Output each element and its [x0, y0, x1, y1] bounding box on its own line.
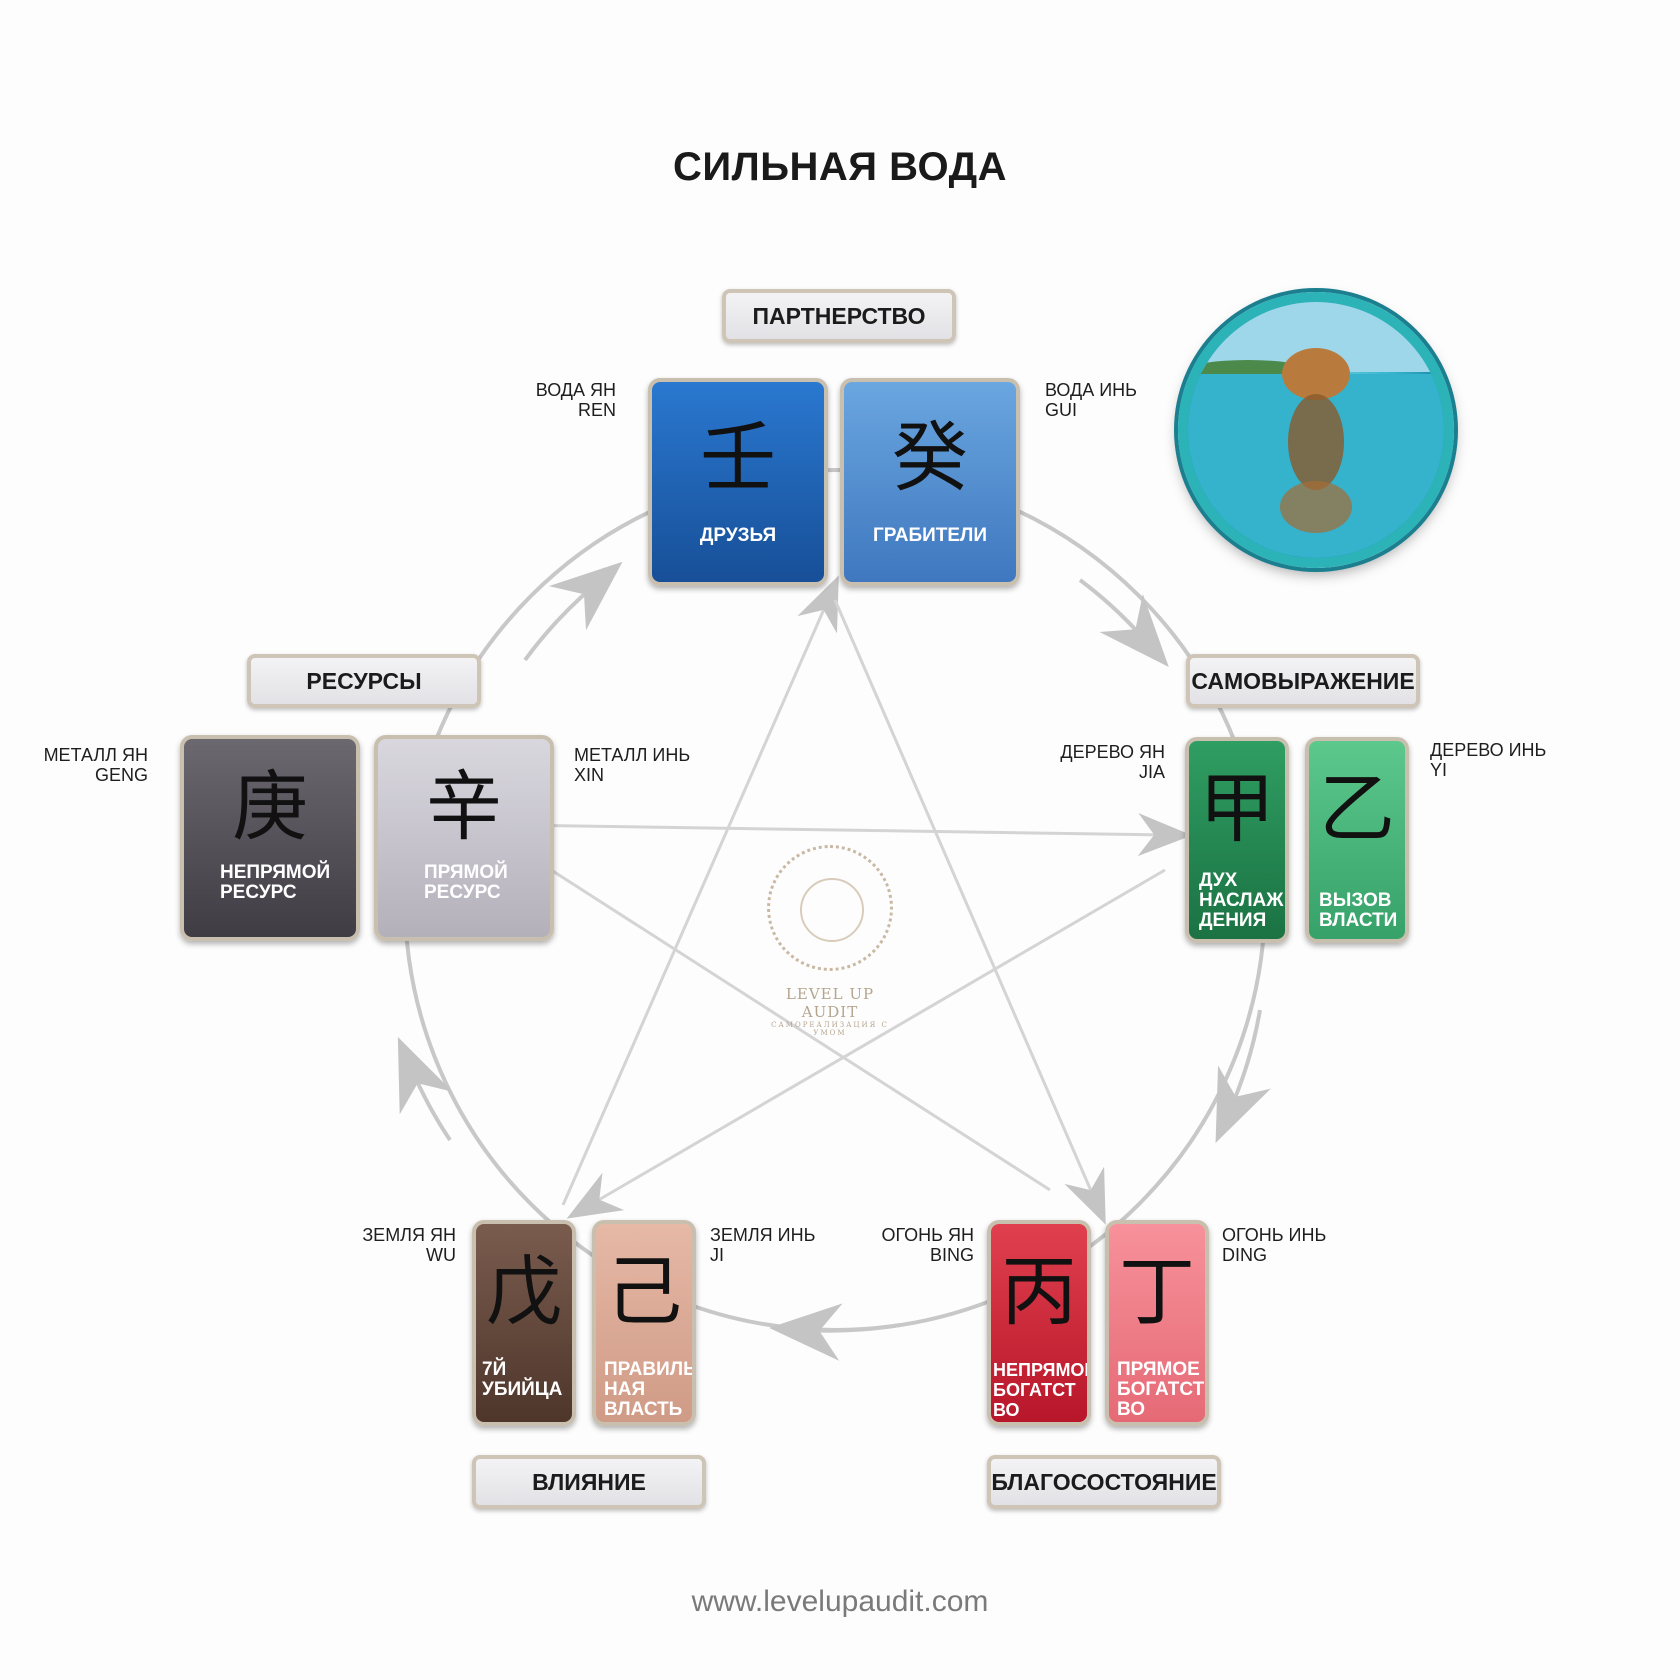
- label-ji: ЗЕМЛЯ ИНЬ JI: [710, 1225, 816, 1265]
- tile-xin: 辛 ПРЯМОЙ РЕСУРС: [374, 735, 554, 941]
- glyph-geng: 庚: [232, 762, 308, 851]
- control-earth-to-water: [561, 575, 839, 1206]
- tile-geng: 庚 НЕПРЯМОЙ РЕСУРС: [180, 735, 360, 941]
- glyph-ren: 壬: [700, 413, 776, 502]
- label-bing: ОГОНЬ ЯН BING: [881, 1225, 974, 1265]
- label-yi: ДЕРЕВО ИНЬ YI: [1430, 740, 1547, 780]
- group-self-expression: САМОВЫРАЖЕНИЕ: [1186, 654, 1420, 708]
- caption-ding: ПРЯМОЕ БОГАТСТ ВО: [1117, 1359, 1205, 1420]
- caption-bing: НЕПРЯМОЕ БОГАТСТ ВО: [993, 1360, 1091, 1420]
- label-xin: МЕТАЛЛ ИНЬ XIN: [574, 745, 691, 785]
- tile-ding: 丁 ПРЯМОЕ БОГАТСТ ВО: [1105, 1220, 1209, 1426]
- glyph-ding: 丁: [1119, 1247, 1195, 1336]
- glyph-jia: 甲: [1199, 764, 1275, 853]
- caption-ji: ПРАВИЛЬ НАЯ ВЛАСТЬ: [604, 1359, 696, 1420]
- group-wealth: БЛАГОСОСТОЯНИЕ: [987, 1455, 1221, 1509]
- caption-geng: НЕПРЯМОЙ РЕСУРС: [220, 862, 331, 903]
- logo-tagline: САМОРЕАЛИЗАЦИЯ С УМОМ: [771, 1021, 889, 1037]
- group-resources: РЕСУРСЫ: [247, 654, 481, 708]
- caption-ren: ДРУЗЬЯ: [699, 525, 777, 546]
- arrow-earth-to-metal: [397, 1036, 453, 1142]
- control-metal-to-wood: [509, 812, 1192, 857]
- caption-jia: ДУХ НАСЛАЖ ДЕНИЯ: [1199, 870, 1284, 931]
- footer-url[interactable]: www.levelupaudit.com: [691, 1585, 989, 1618]
- tiger-photo: [1178, 292, 1454, 568]
- label-ren: ВОДА ЯН REN: [535, 380, 616, 420]
- glyph-xin: 辛: [426, 762, 502, 851]
- tile-jia: 甲 ДУХ НАСЛАЖ ДЕНИЯ: [1185, 737, 1289, 943]
- logo-name: LEVEL UP AUDIT: [785, 985, 875, 1021]
- label-geng: МЕТАЛЛ ЯН GENG: [43, 745, 148, 785]
- caption-yi: ВЫЗОВ ВЛАСТИ: [1319, 890, 1398, 931]
- tile-gui: 癸 ГРАБИТЕЛИ: [840, 378, 1020, 586]
- control-wood-to-earth: [566, 868, 1166, 1219]
- tiger-illustration: [1188, 302, 1444, 558]
- label-gui: ВОДА ИНЬ GUI: [1045, 380, 1137, 420]
- level-up-audit-logo: LEVEL UP AUDIT САМОРЕАЛИЗАЦИЯ С УМОМ: [760, 845, 900, 1037]
- label-ding: ОГОНЬ ИНЬ DING: [1222, 1225, 1327, 1265]
- glyph-gui: 癸: [892, 413, 968, 502]
- tile-yi: 乙 ВЫЗОВ ВЛАСТИ: [1305, 737, 1409, 943]
- page-title: СИЛЬНАЯ ВОДА: [673, 145, 1007, 189]
- caption-gui: ГРАБИТЕЛИ: [872, 525, 988, 546]
- caption-wu: 7Й УБИЙЦА: [482, 1359, 563, 1400]
- label-wu: ЗЕМЛЯ ЯН WU: [362, 1225, 456, 1265]
- control-fire-to-metal: [497, 835, 1051, 1192]
- control-water-to-fire: [833, 599, 1106, 1225]
- tile-ji: 己 ПРАВИЛЬ НАЯ ВЛАСТЬ: [592, 1220, 696, 1426]
- group-partnership: ПАРТНЕРСТВО: [722, 289, 956, 343]
- arrow-fire-to-earth: [769, 1303, 901, 1361]
- glyph-wu: 戊: [486, 1247, 562, 1336]
- group-influence: ВЛИЯНИЕ: [472, 1455, 706, 1509]
- glyph-ji: 己: [606, 1247, 682, 1336]
- arrow-metal-to-water: [523, 561, 623, 662]
- glyph-bing: 丙: [1001, 1247, 1077, 1336]
- caption-xin: ПРЯМОЙ РЕСУРС: [424, 862, 508, 903]
- logo-emblem: [767, 845, 893, 971]
- tile-bing: 丙 НЕПРЯМОЕ БОГАТСТ ВО: [987, 1220, 1091, 1426]
- glyph-yi: 乙: [1319, 764, 1395, 853]
- tile-ren: 壬 ДРУЗЬЯ: [648, 378, 828, 586]
- tile-wu: 戊 7Й УБИЙЦА: [472, 1220, 576, 1426]
- arrow-water-to-wood: [1078, 578, 1169, 668]
- arrow-wood-to-fire: [1215, 1009, 1271, 1143]
- label-jia: ДЕРЕВО ЯН JIA: [1060, 742, 1165, 782]
